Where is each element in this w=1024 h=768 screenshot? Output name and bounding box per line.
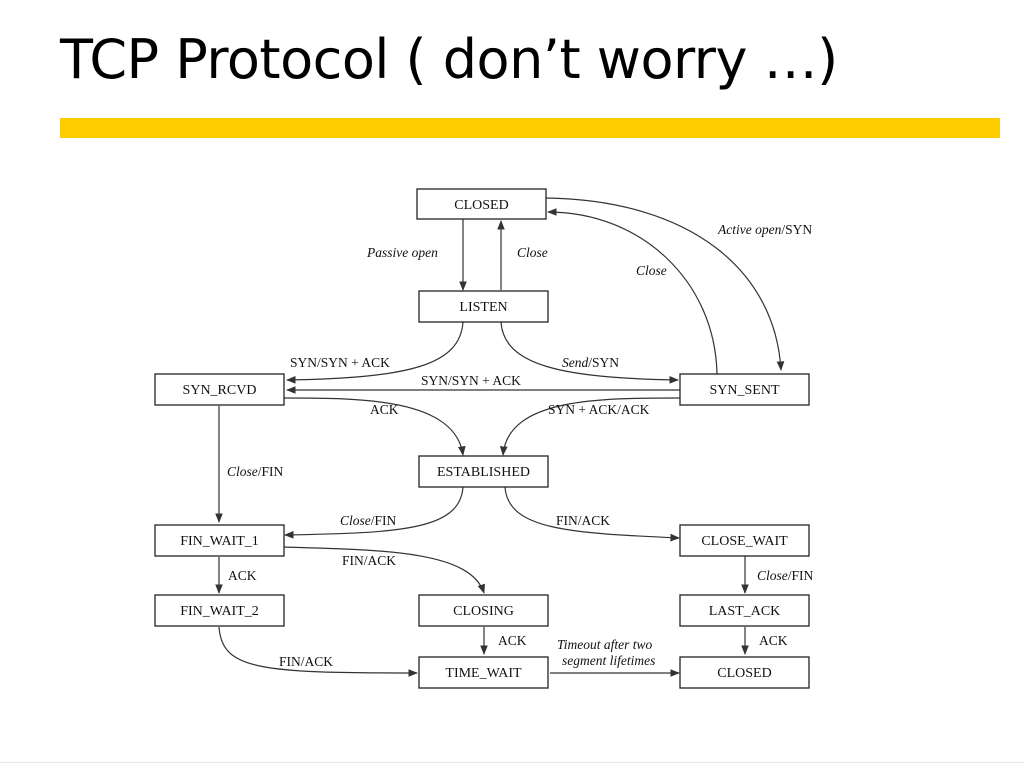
state-established: ESTABLISHED bbox=[418, 455, 549, 488]
label-fin-ack-finwait1: FIN/ACK bbox=[342, 553, 396, 568]
state-label: FIN_WAIT_2 bbox=[180, 604, 259, 619]
state-label: FIN_WAIT_1 bbox=[180, 534, 259, 549]
label-close-fin-synrcvd: Close/FIN bbox=[227, 464, 284, 479]
edge-close-synsent bbox=[547, 208, 718, 375]
state-closing: CLOSING bbox=[418, 594, 549, 627]
edge-synrcvd-established bbox=[283, 397, 466, 456]
title-underline-bar bbox=[60, 118, 1000, 138]
label-passive-open: Passive open bbox=[366, 245, 438, 260]
state-label: CLOSE_WAIT bbox=[701, 534, 788, 549]
label-ack-finwait1: ACK bbox=[228, 568, 257, 583]
slide-title: TCP Protocol ( don’t worry …) bbox=[60, 28, 838, 91]
state-listen: LISTEN bbox=[418, 290, 549, 323]
edge-finwait2-timewait bbox=[218, 626, 418, 677]
state-closed-bottom: CLOSED bbox=[679, 656, 810, 689]
edge-established-closewait bbox=[504, 486, 680, 542]
label-ack-synrcvd: ACK bbox=[370, 402, 399, 417]
state-label: SYN_SENT bbox=[709, 383, 779, 398]
edge-listen-synrcvd bbox=[286, 321, 464, 384]
label-syn-synack-listen: SYN/SYN + ACK bbox=[290, 355, 390, 370]
label-timeout-line1: Timeout after two bbox=[557, 637, 653, 652]
state-label: CLOSED bbox=[454, 198, 508, 213]
label-syn-synack-cross: SYN/SYN + ACK bbox=[421, 373, 521, 388]
edge-listen-synsent bbox=[500, 321, 679, 384]
label-close-fin-established: Close/FIN bbox=[340, 513, 397, 528]
label-send-syn: Send/SYN bbox=[562, 355, 619, 370]
label-active-open: Active open/SYN bbox=[717, 222, 812, 237]
state-label: LAST_ACK bbox=[709, 604, 781, 619]
state-syn-rcvd: SYN_RCVD bbox=[154, 373, 285, 406]
label-timeout-line2: segment lifetimes bbox=[562, 653, 655, 668]
state-label: TIME_WAIT bbox=[445, 666, 522, 681]
edge-active-open bbox=[545, 197, 785, 371]
footer-divider bbox=[0, 762, 1024, 763]
state-closed-top: CLOSED bbox=[416, 188, 547, 220]
state-last-ack: LAST_ACK bbox=[679, 594, 810, 627]
state-syn-sent: SYN_SENT bbox=[679, 373, 810, 406]
label-fin-ack-finwait2: FIN/ACK bbox=[279, 654, 333, 669]
state-time-wait: TIME_WAIT bbox=[418, 656, 549, 689]
label-close-synsent: Close bbox=[636, 263, 667, 278]
edge-labels: Passive open Close Active open/SYN Close… bbox=[227, 222, 814, 669]
edge-synsent-established bbox=[499, 397, 681, 456]
label-ack-lastack: ACK bbox=[759, 633, 788, 648]
state-fin-wait-2: FIN_WAIT_2 bbox=[154, 594, 285, 627]
state-close-wait: CLOSE_WAIT bbox=[679, 524, 810, 557]
state-label: SYN_RCVD bbox=[183, 383, 257, 398]
state-label: ESTABLISHED bbox=[437, 465, 530, 480]
label-synack-ack: SYN + ACK/ACK bbox=[548, 402, 650, 417]
label-ack-closing: ACK bbox=[498, 633, 527, 648]
label-close-listen: Close bbox=[517, 245, 548, 260]
state-label: CLOSING bbox=[453, 604, 514, 619]
state-label: LISTEN bbox=[459, 300, 507, 315]
diagram-edges bbox=[215, 197, 785, 677]
state-fin-wait-1: FIN_WAIT_1 bbox=[154, 524, 285, 557]
label-close-fin-closewait: Close/FIN bbox=[757, 568, 814, 583]
edge-established-finwait1 bbox=[284, 486, 464, 539]
label-fin-ack-established: FIN/ACK bbox=[556, 513, 610, 528]
edge-finwait1-closing bbox=[282, 546, 485, 594]
state-label: CLOSED bbox=[717, 666, 771, 681]
